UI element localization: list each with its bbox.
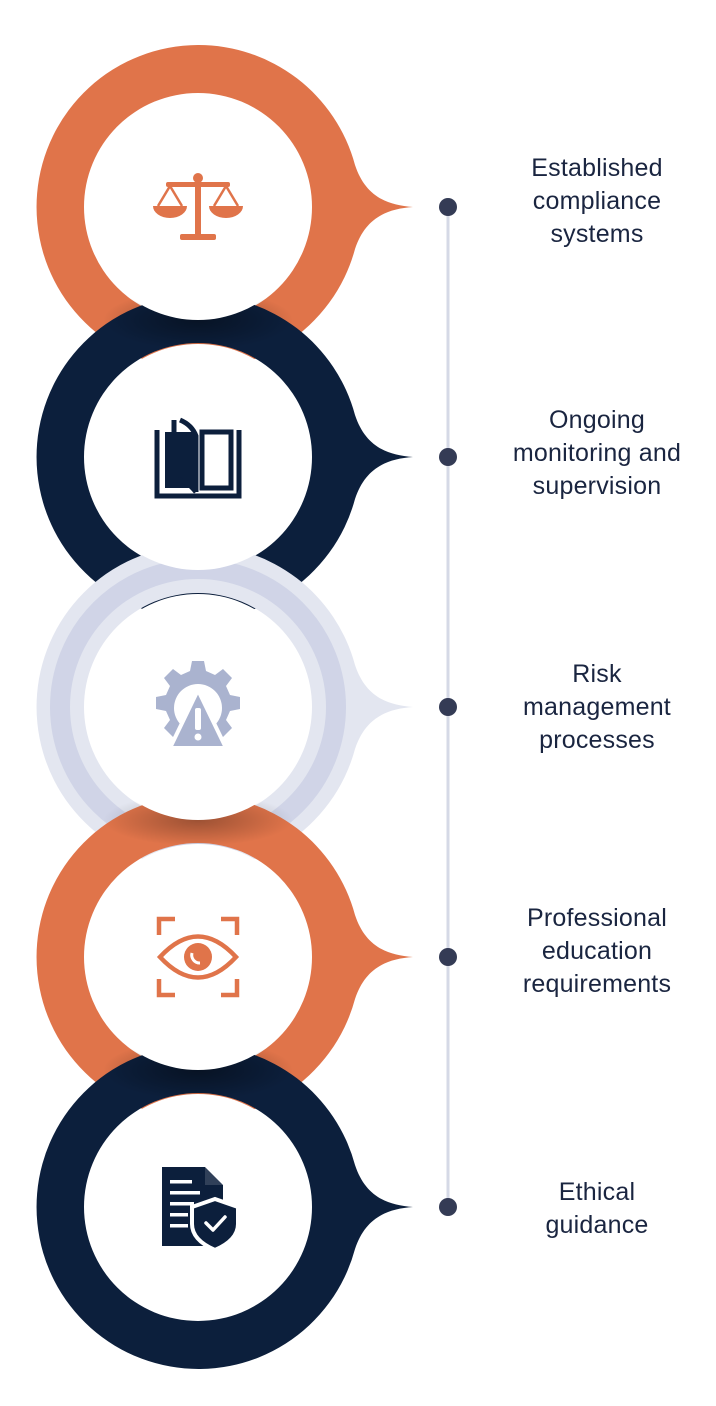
step-3-label-line-2: management [523, 693, 671, 721]
step-4-label-line-2: education [541, 937, 653, 965]
timeline-dot-3 [439, 698, 457, 716]
step-5-label-line-2: guidance [545, 1211, 649, 1239]
step-4-label: Professional education requirements [487, 902, 707, 1001]
timeline-dot-5 [439, 1198, 457, 1216]
document-shield-icon [162, 1167, 240, 1253]
step-1-label-line-1: Established [531, 154, 663, 182]
step-3-label-line-3: processes [539, 726, 655, 754]
step-4-label-line-3: requirements [522, 970, 672, 998]
step-4-label-line-1: Professional [527, 904, 667, 932]
step-3-label-line-1: Risk [572, 660, 622, 688]
step-1-label-line-2: compliance [532, 187, 662, 215]
step-1-label: Established compliance systems [487, 152, 707, 251]
eye-scan-icon [156, 916, 240, 998]
open-book-icon [154, 417, 242, 499]
timeline-dot-4 [439, 948, 457, 966]
step-2-label: Ongoing monitoring and supervision [487, 404, 707, 503]
step-3-label: Risk management processes [487, 658, 707, 757]
step-2-ring [36, 294, 414, 619]
scales-icon [153, 173, 243, 240]
step-2-label-line-3: supervision [532, 472, 662, 500]
step-5-label: Ethical guidance [487, 1176, 707, 1242]
step-2-label-line-2: monitoring and [512, 439, 682, 467]
step-5-ring [36, 1044, 413, 1369]
step-5-label-line-1: Ethical [558, 1178, 636, 1206]
step-1-label-line-3: systems [550, 220, 644, 248]
timeline-dot-2 [439, 448, 457, 466]
step-4-ring [36, 794, 413, 1119]
step-2-label-line-1: Ongoing [549, 406, 645, 434]
step-1-ring [36, 44, 414, 369]
gear-warning-icon [156, 661, 240, 750]
timeline-dot-1 [439, 198, 457, 216]
